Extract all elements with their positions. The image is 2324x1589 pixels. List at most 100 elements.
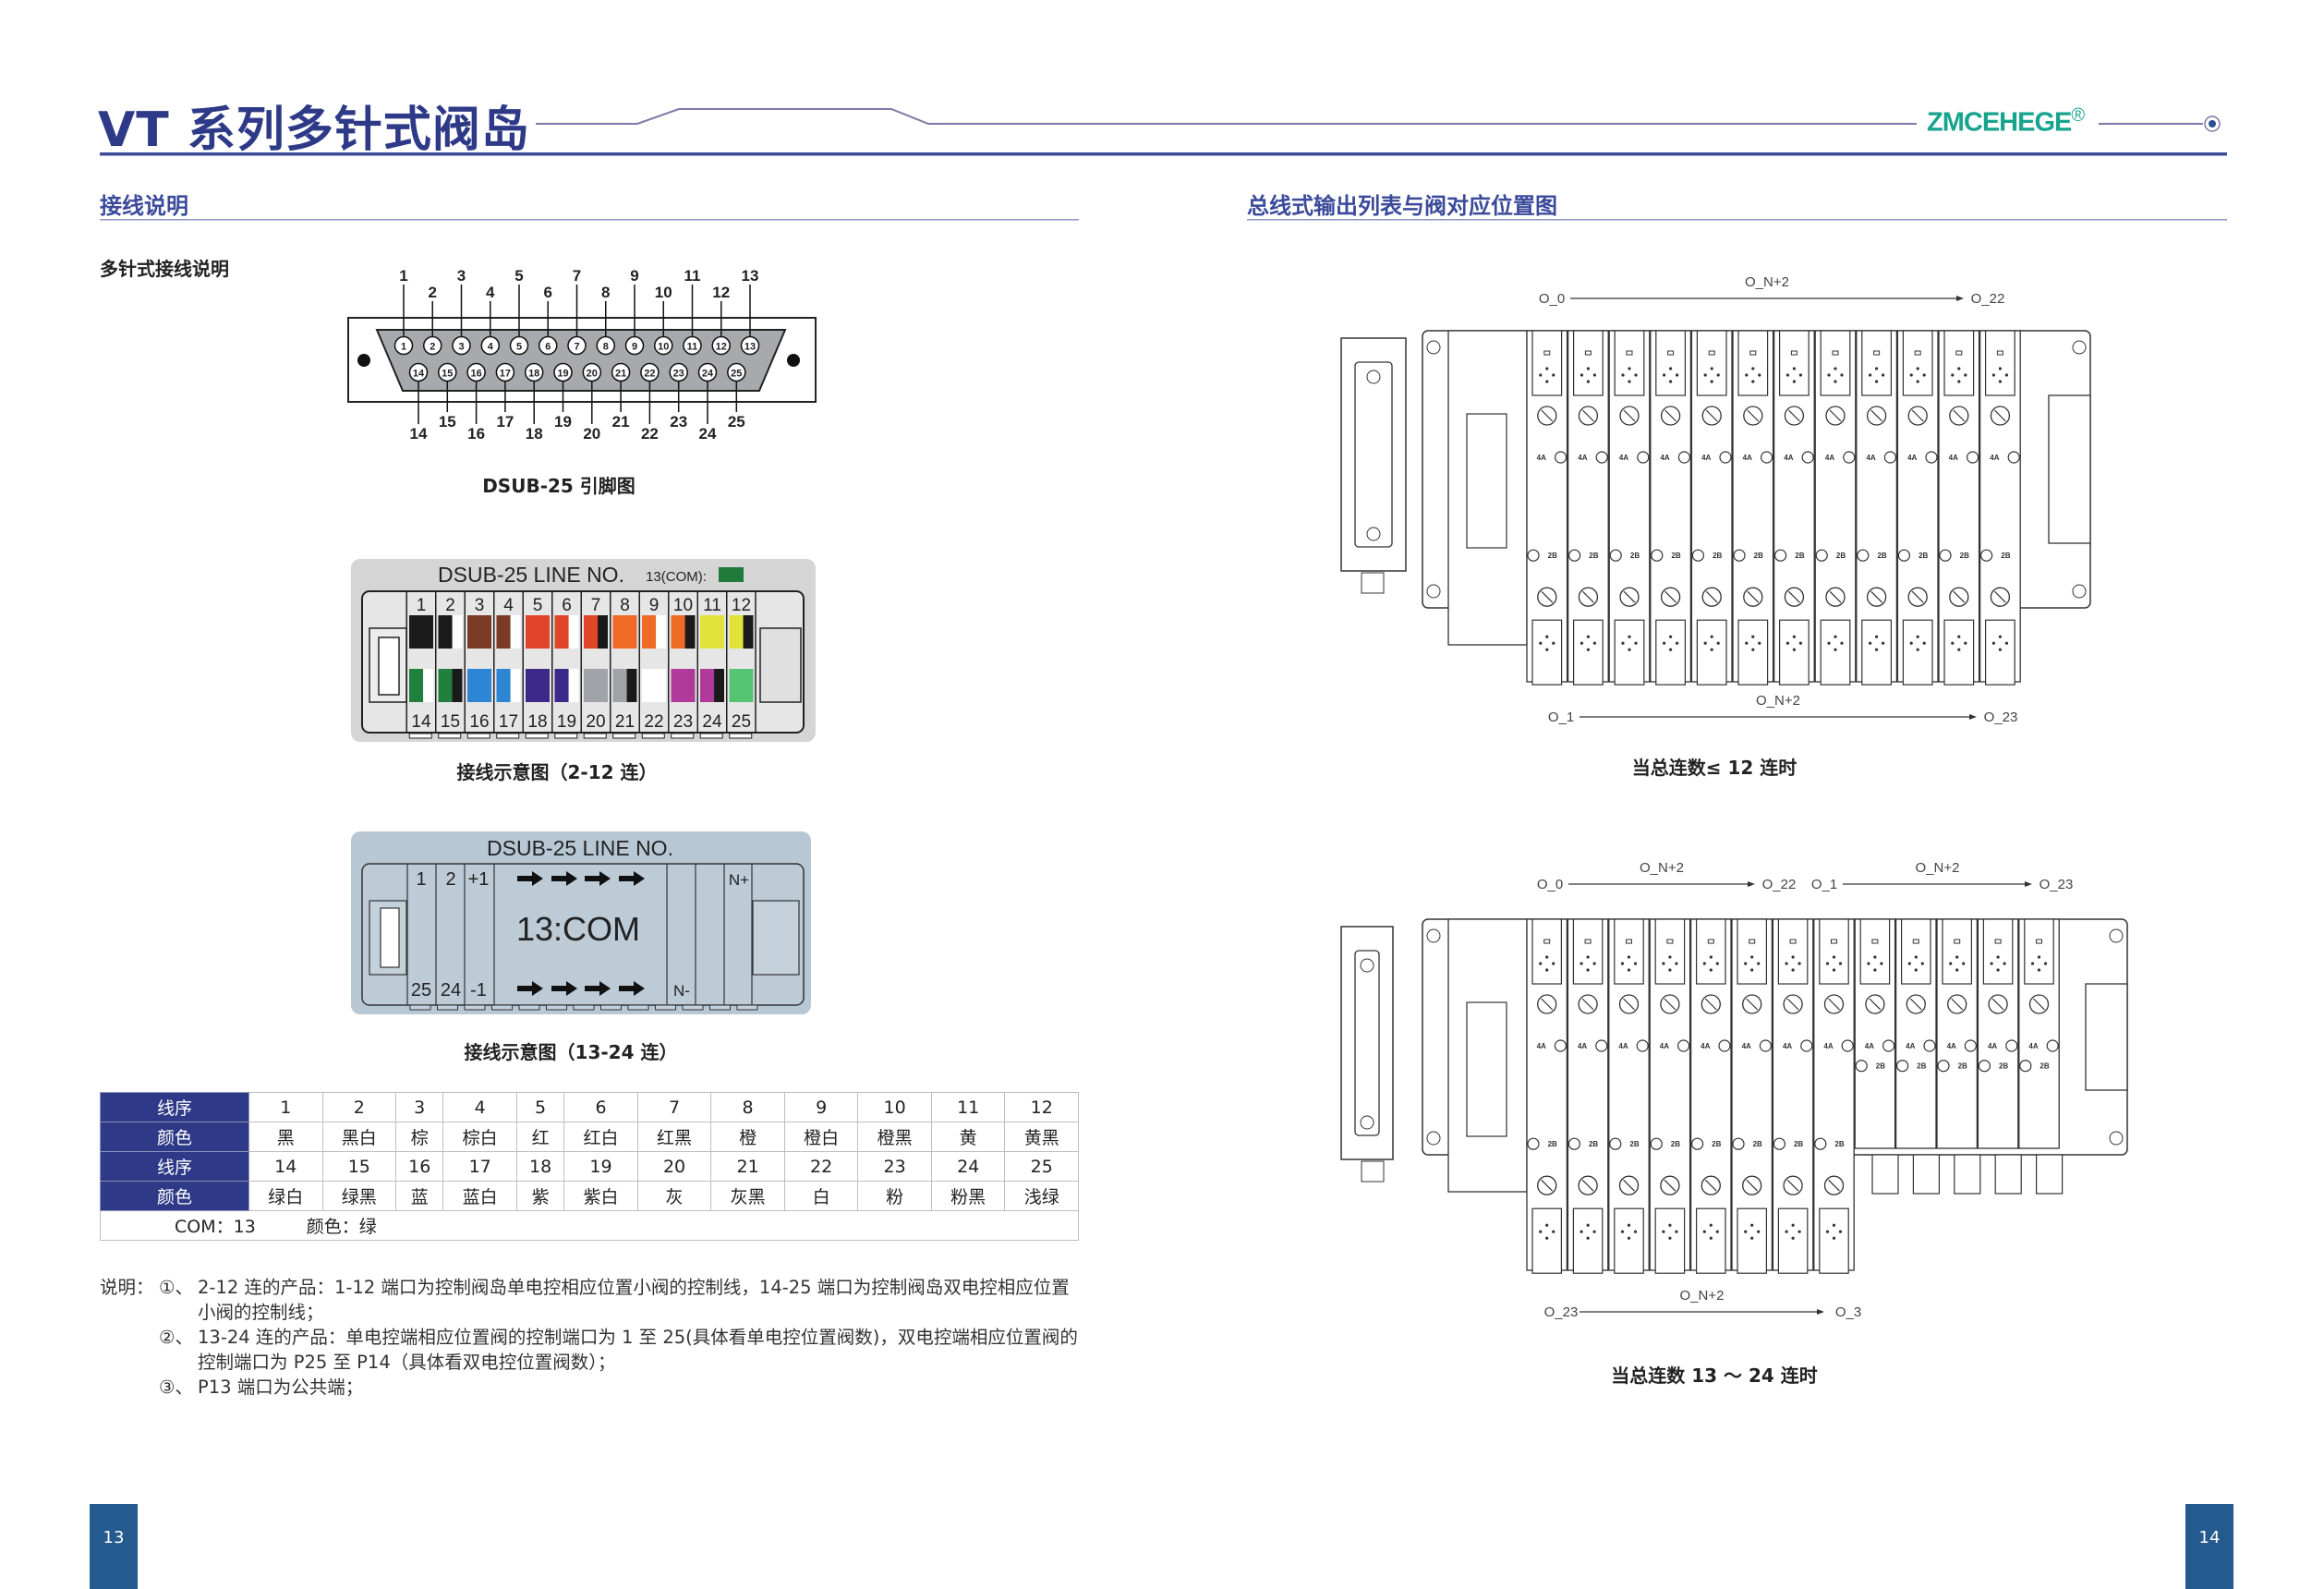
note-text: 13-24 连的产品：单电控端相应位置阀的控制端口为 1 至 25(具体看单电控… [198, 1327, 1078, 1373]
pin-label: 13 [742, 267, 759, 285]
solenoid-coil [1861, 330, 1893, 396]
pin-number: 12 [716, 342, 727, 353]
connector-pin [1840, 641, 1844, 645]
column-label-top: +1 [468, 869, 490, 890]
connector-pin [1785, 641, 1789, 645]
port-fitting [1773, 1137, 1786, 1150]
connector-pin [1991, 641, 1995, 645]
wire-color-stripe [438, 669, 453, 702]
com-label: 13(COM): [646, 569, 707, 585]
wire-color-block [409, 615, 433, 649]
solenoid-coil [1942, 918, 1972, 985]
wire-number-top: 2 [445, 596, 455, 615]
connector-pin [1827, 373, 1831, 377]
wire-color-block [642, 669, 666, 702]
connector-pin [1709, 1223, 1713, 1227]
connector-pin [1785, 962, 1788, 965]
wire-number-bottom: 16 [469, 712, 489, 732]
pin [683, 335, 702, 356]
solenoid-coil [1614, 330, 1645, 396]
column-foot [554, 733, 578, 739]
connector-pin [1949, 962, 1953, 965]
arrow-icon [551, 871, 577, 886]
port-fitting [1855, 1060, 1868, 1073]
connector-pin [1838, 1230, 1843, 1233]
override-slot [1870, 409, 1883, 422]
row-header: 线序 [100, 1151, 249, 1182]
table-cell: 14 [248, 1151, 323, 1182]
o-top-flow-end: O_22 [1971, 291, 2005, 307]
connector-pin [1552, 962, 1555, 965]
override-slot [1664, 590, 1677, 603]
port-fitting [1964, 1039, 1977, 1052]
note-marker: ②、 [159, 1327, 193, 1348]
connector-pin [1757, 962, 1761, 965]
port-label-2b: 2B [1629, 1140, 1639, 1148]
table-cell: 11 [930, 1092, 1006, 1122]
column-foot [641, 733, 665, 739]
port-label-2b: 2B [2001, 552, 2010, 560]
connector-pin [1785, 1230, 1788, 1233]
port-label-2b: 2B [1958, 1062, 1967, 1071]
solenoid-coil [1859, 918, 1891, 985]
override-slot [1581, 590, 1594, 603]
table-cell: 2 [321, 1092, 397, 1122]
port-label-4a: 4A [1701, 454, 1711, 462]
connector-pin [1832, 1223, 1836, 1227]
connector-pin [1751, 380, 1755, 383]
connector-pin [1716, 641, 1720, 645]
pin-number: 24 [702, 369, 714, 380]
pin [582, 362, 602, 382]
override-slot [1953, 409, 1966, 422]
port-label-2b: 2B [1671, 1140, 1680, 1148]
table-cell: 8 [710, 1092, 785, 1122]
push-in-fitting [1994, 1154, 2022, 1195]
connector-pin [1873, 968, 1877, 972]
pin [452, 335, 471, 356]
pin-label: 3 [457, 267, 466, 285]
pin-label: 8 [601, 284, 610, 301]
port-label-4a: 4A [1578, 1042, 1587, 1050]
screw-icon [1366, 527, 1381, 541]
mount-hole [1426, 1131, 1441, 1146]
wire-number-top: 12 [732, 596, 751, 615]
connector-pin [1867, 962, 1870, 965]
column-foot [464, 1004, 486, 1011]
pin [611, 362, 631, 382]
connector-pin [1922, 641, 1926, 645]
port-label-4a: 4A [1906, 1042, 1915, 1050]
override-slot [1541, 1179, 1554, 1192]
table-cell: 红 [515, 1122, 565, 1152]
pin-label: 5 [514, 267, 523, 285]
led [1584, 350, 1592, 356]
override-slot [1787, 590, 1800, 603]
pin-label: 1 [399, 267, 407, 285]
wire-color-block [526, 615, 550, 649]
port-fitting [1939, 549, 1952, 562]
panel-title: DSUB-25 LINE NO. [438, 563, 624, 587]
port-fitting [1967, 451, 1979, 464]
column-foot [583, 733, 607, 739]
override-slot [1581, 998, 1594, 1011]
pin-number: 23 [673, 369, 684, 380]
connector-pin [1758, 373, 1761, 377]
column-foot [437, 1004, 458, 1011]
connector-pin [1757, 1230, 1761, 1233]
connector-pin [1586, 635, 1590, 638]
column-foot [409, 1004, 431, 1011]
island-12-caption: 当总连数≤ 12 连时 [1631, 757, 1797, 779]
push-in-fitting [1954, 1154, 1981, 1195]
port-fitting [1896, 1060, 1909, 1073]
pin-label: 19 [554, 413, 572, 431]
wire-number-bottom: 24 [702, 712, 722, 732]
solenoid-coil [1614, 918, 1644, 985]
solenoid-coil [1985, 619, 2015, 685]
wire-color-block [700, 615, 724, 649]
port-fitting [1843, 451, 1856, 464]
table-cell: 棕 [395, 1122, 444, 1152]
pin-number: 15 [442, 369, 453, 380]
pin-number: 1 [401, 342, 406, 353]
wire-color-stripe [671, 615, 685, 649]
solenoid-coil [2024, 918, 2054, 985]
override-slot [1664, 998, 1676, 1011]
